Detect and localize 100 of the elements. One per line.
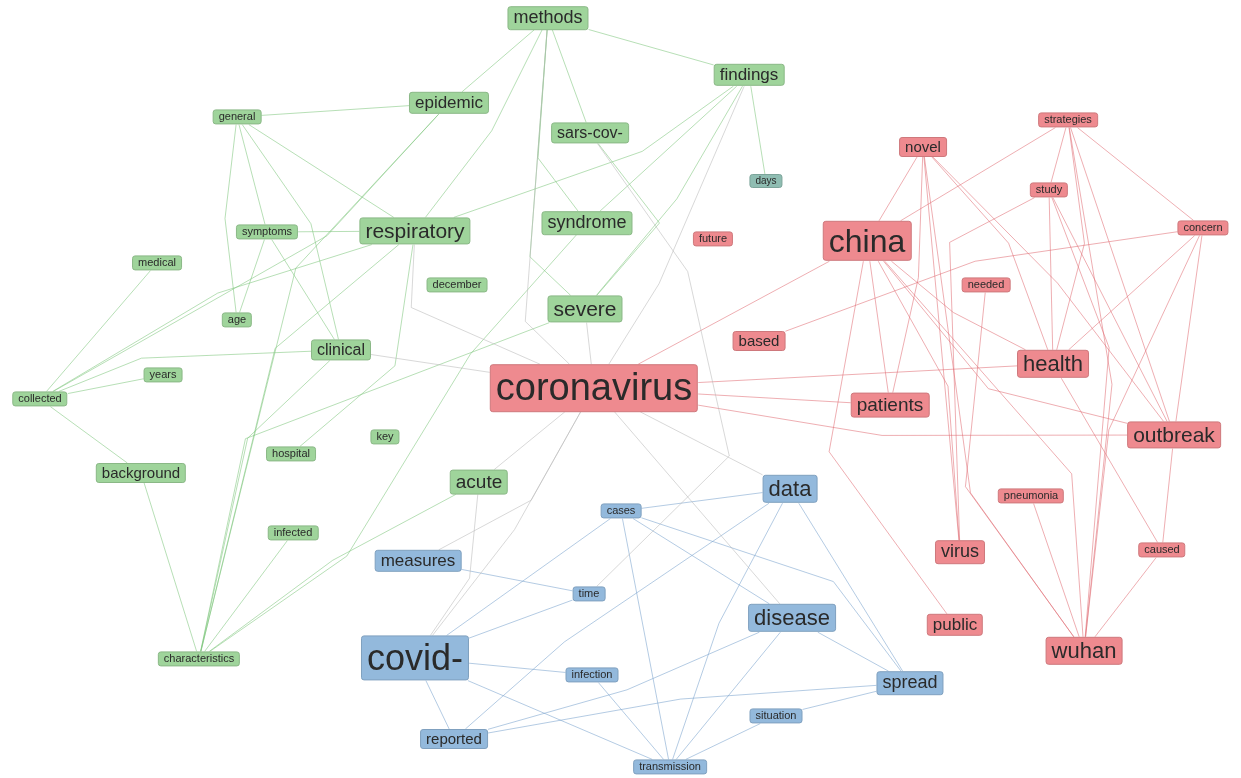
co-occurrence-line: [1052, 197, 1168, 422]
co-occurrence-line: [370, 354, 491, 373]
co-occurrence-line: [58, 350, 312, 392]
co-occurrence-line: [49, 406, 128, 464]
co-occurrence-line: [248, 124, 395, 218]
co-occurrence-line: [260, 105, 410, 116]
co-occurrence-line: [931, 156, 1049, 351]
keyword-box: novel: [899, 137, 947, 157]
keyword-box: december: [426, 277, 488, 293]
keyword-box: china: [822, 220, 912, 262]
co-occurrence-line: [802, 690, 877, 710]
co-occurrence-line: [238, 124, 266, 225]
co-occurrence-line: [608, 85, 745, 365]
co-occurrence-line: [697, 365, 1018, 384]
co-occurrence-line: [685, 723, 761, 760]
keyword-box: spread: [876, 671, 944, 695]
co-occurrence-line: [460, 568, 574, 592]
co-occurrence-line: [878, 156, 918, 222]
co-occurrence-line: [241, 124, 339, 340]
co-occurrence-line: [1162, 448, 1174, 543]
co-occurrence-line: [208, 493, 457, 652]
co-occurrence-line: [596, 143, 730, 587]
co-occurrence-line: [883, 260, 1128, 424]
co-occurrence-line: [675, 631, 781, 760]
keyword-box: based: [732, 331, 786, 351]
co-occurrence-line: [1077, 127, 1194, 221]
keyword-box: characteristics: [157, 651, 241, 667]
co-occurrence-line: [239, 239, 265, 313]
keyword-box: key: [370, 429, 400, 445]
co-occurrence-line: [1085, 235, 1200, 638]
co-occurrence-line: [467, 680, 653, 760]
co-occurrence-line: [1068, 235, 1196, 351]
co-occurrence-line: [200, 113, 440, 652]
keyword-box: coronavirus: [489, 364, 699, 412]
keyword-box: medical: [132, 255, 182, 271]
keyword-box: virus: [935, 540, 985, 564]
co-occurrence-line: [200, 322, 550, 652]
keyword-box: study: [1029, 182, 1069, 198]
keyword-box: time: [572, 586, 606, 602]
co-occurrence-line: [461, 29, 535, 93]
co-occurrence-line: [297, 230, 360, 233]
keyword-box: infection: [565, 667, 619, 683]
co-occurrence-line: [964, 292, 1075, 638]
keyword-box: future: [692, 231, 734, 247]
co-occurrence-line: [1094, 557, 1157, 638]
keyword-box: years: [143, 367, 183, 383]
co-occurrence-line: [487, 631, 760, 730]
keyword-box: infected: [267, 525, 319, 541]
keyword-box: findings: [713, 63, 785, 87]
co-occurrence-line: [1048, 197, 1054, 351]
keyword-box: caused: [1138, 542, 1186, 558]
keyword-box: days: [749, 174, 783, 188]
keyword-box: needed: [961, 277, 1011, 293]
co-occurrence-line: [1175, 235, 1203, 422]
co-occurrence-line: [597, 682, 665, 760]
keyword-box: wuhan: [1045, 636, 1123, 666]
keyword-box: age: [221, 312, 253, 328]
keyword-box: clinical: [311, 339, 371, 361]
co-occurrence-line: [551, 29, 587, 123]
co-occurrence-line: [464, 502, 770, 730]
co-occurrence-line: [588, 29, 715, 66]
co-occurrence-line: [424, 29, 543, 218]
co-occurrence-line: [224, 124, 237, 313]
co-occurrence-line: [487, 684, 877, 734]
keyword-box: severe: [547, 295, 623, 323]
co-occurrence-line: [750, 85, 766, 175]
keyword-box: collected: [12, 391, 68, 407]
co-occurrence-line: [143, 482, 198, 652]
co-occurrence-line: [640, 517, 902, 672]
co-occurrence-line: [209, 234, 577, 652]
keyword-box: outbreak: [1127, 421, 1221, 449]
keyword-box: acute: [449, 469, 509, 495]
co-occurrence-line: [446, 518, 611, 636]
keyword-box: transmission: [633, 759, 707, 775]
co-occurrence-line: [1050, 127, 1067, 183]
keyword-box: situation: [749, 708, 803, 724]
co-occurrence-line: [438, 411, 582, 551]
co-occurrence-line: [493, 411, 566, 471]
keyword-box: respiratory: [359, 217, 471, 245]
keyword-box: covid-: [361, 635, 469, 681]
co-occurrence-line: [1056, 127, 1085, 351]
keyword-box: cases: [600, 503, 642, 519]
co-occurrence-line: [672, 502, 783, 760]
co-occurrence-line: [884, 260, 1084, 638]
keyword-box: methods: [507, 6, 589, 30]
keyword-box: measures: [374, 549, 462, 573]
keyword-box: epidemic: [409, 91, 489, 115]
co-occurrence-line: [52, 113, 440, 392]
keyword-box: syndrome: [541, 211, 633, 235]
co-occurrence-line: [697, 393, 852, 404]
keyword-box: reported: [420, 729, 488, 749]
keyword-box: sars-cov-: [551, 122, 629, 144]
co-occurrence-line: [204, 540, 288, 652]
co-occurrence-line: [410, 244, 541, 365]
co-occurrence-line: [1070, 127, 1170, 422]
keyword-box: health: [1017, 349, 1089, 379]
keyword-box: hospital: [266, 446, 316, 462]
co-occurrence-line: [46, 270, 151, 392]
co-occurrence-line: [468, 662, 566, 673]
co-occurrence-line: [524, 29, 570, 365]
